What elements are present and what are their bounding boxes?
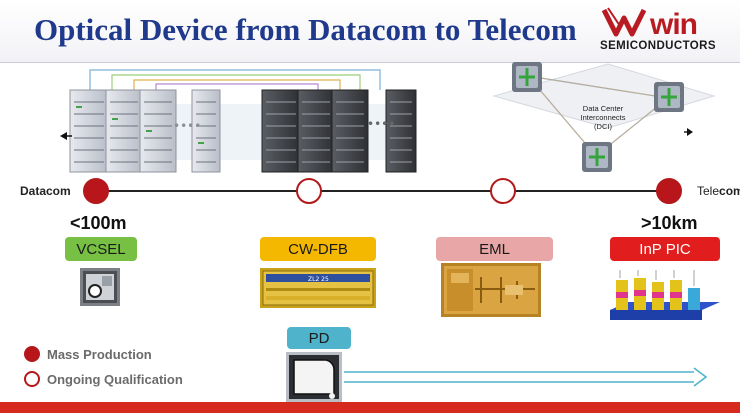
dark-racks xyxy=(261,89,417,173)
bottom-accent-bar xyxy=(0,402,740,413)
dci-line-3: (DCI) xyxy=(594,122,612,131)
legend-mass-production: Mass Production xyxy=(47,347,152,362)
datacenter-servers-illustration: •••• •••• xyxy=(60,69,417,173)
server-node-left xyxy=(512,62,542,92)
node-vcsel xyxy=(83,178,109,204)
cw-dfb-chip-marking: ZL2 25 xyxy=(308,276,329,283)
arrow-right-outline-icon xyxy=(693,367,708,387)
node-inp-pic xyxy=(656,178,682,204)
node-cw-dfb xyxy=(296,178,322,204)
server-node-right xyxy=(654,82,684,112)
datacom-label: Datacom xyxy=(20,184,71,198)
node-eml xyxy=(490,178,516,204)
distance-min: <100m xyxy=(70,213,127,233)
eml-chip-image xyxy=(441,263,541,317)
pd-range-arrow xyxy=(344,367,708,387)
arrow-left-icon xyxy=(60,132,67,140)
win-logo-mark-icon xyxy=(601,7,647,37)
vcsel-chip-image xyxy=(80,268,120,306)
legend-dot-ongoing-qualification xyxy=(24,371,40,387)
legend-dot-mass-production xyxy=(24,346,40,362)
dci-network-illustration xyxy=(492,62,716,172)
pd-chip-image xyxy=(286,352,342,402)
svg-text:••••: •••• xyxy=(367,117,395,131)
device-label-vcsel: VCSEL xyxy=(65,237,137,261)
logo-word: win xyxy=(650,8,698,41)
dci-label: Data Center Interconnects (DCI) xyxy=(560,104,646,131)
telecom-label-pre: Tele xyxy=(697,184,720,198)
logo-subtitle: SEMICONDUCTORS xyxy=(600,40,716,52)
page-title: Optical Device from Datacom to Telecom xyxy=(34,12,577,47)
telecom-label-bold: com xyxy=(719,184,740,198)
arrow-right-icon xyxy=(687,128,693,136)
device-label-eml: EML xyxy=(436,237,553,261)
svg-text:••••: •••• xyxy=(173,119,201,133)
cw-dfb-chip-image: ZL2 25 xyxy=(260,268,376,308)
light-racks xyxy=(69,89,221,173)
distance-max: >10km xyxy=(641,213,698,233)
server-node-bottom xyxy=(582,142,612,172)
device-label-cw-dfb: CW-DFB xyxy=(260,237,376,261)
timeline-line xyxy=(96,190,668,192)
device-label-pd: PD xyxy=(287,327,351,349)
dci-line-2: Interconnects xyxy=(580,113,626,122)
inp-pic-chip-image xyxy=(610,270,720,320)
device-label-inp-pic: InP PIC xyxy=(610,237,720,261)
dci-line-1: Data Center xyxy=(582,104,624,113)
telecom-label: Telecom xyxy=(697,184,740,198)
legend-ongoing-qualification: Ongoing Qualification xyxy=(47,372,183,387)
